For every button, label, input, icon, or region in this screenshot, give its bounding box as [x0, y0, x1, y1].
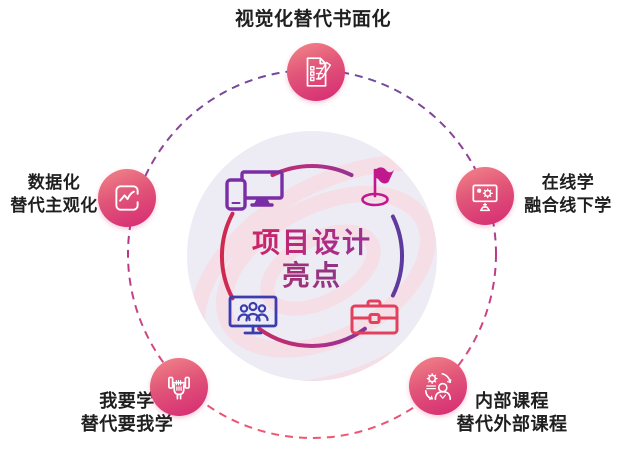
inner-arc-left — [219, 211, 235, 301]
badge-bottom-left — [150, 358, 208, 416]
inner-arc-bottom — [257, 326, 367, 348]
center-heading: 项目设计 亮点 — [187, 226, 437, 292]
chart-line-icon — [115, 185, 139, 211]
flag-icon — [361, 167, 394, 207]
dashed-orbit-ring — [127, 69, 497, 439]
label-bottom-right: 内部课程 替代外部课程 — [444, 390, 580, 436]
dumbbell-icon — [168, 376, 190, 400]
inner-arc-right — [390, 214, 404, 298]
briefcase-icon — [350, 299, 399, 335]
label-left-line1: 数据化 — [27, 173, 81, 192]
devices-icon — [225, 170, 284, 211]
label-bottom-left: 我要学 替代要我学 — [60, 390, 194, 436]
team-monitor-icon — [228, 295, 278, 335]
badge-left — [98, 169, 156, 227]
label-right: 在线学 融合线下学 — [512, 171, 621, 217]
person-gear-icon — [424, 372, 452, 401]
center-heading-line1: 项目设计 — [187, 226, 437, 259]
label-bottom-right-line1: 内部课程 — [475, 391, 549, 411]
label-left-line2: 替代主观化 — [10, 196, 98, 215]
clipboard-pen-icon — [306, 57, 332, 87]
badge-top — [287, 43, 345, 101]
monitor-gears-icon — [472, 184, 498, 212]
badge-bottom-right — [409, 357, 467, 415]
center-heading-line2: 亮点 — [187, 259, 437, 292]
label-right-line1: 在线学 — [541, 173, 595, 192]
label-bottom-left-line1: 我要学 — [99, 391, 155, 411]
label-bottom-left-line2: 替代要我学 — [80, 414, 174, 434]
label-top-line1: 视觉化替代书面化 — [234, 9, 391, 30]
label-left: 数据化 替代主观化 — [2, 171, 106, 217]
label-bottom-right-line2: 替代外部课程 — [456, 414, 568, 434]
label-top: 视觉化替代书面化 — [163, 8, 463, 31]
label-right-line2: 融合线下学 — [524, 196, 612, 215]
badge-right — [456, 167, 514, 225]
